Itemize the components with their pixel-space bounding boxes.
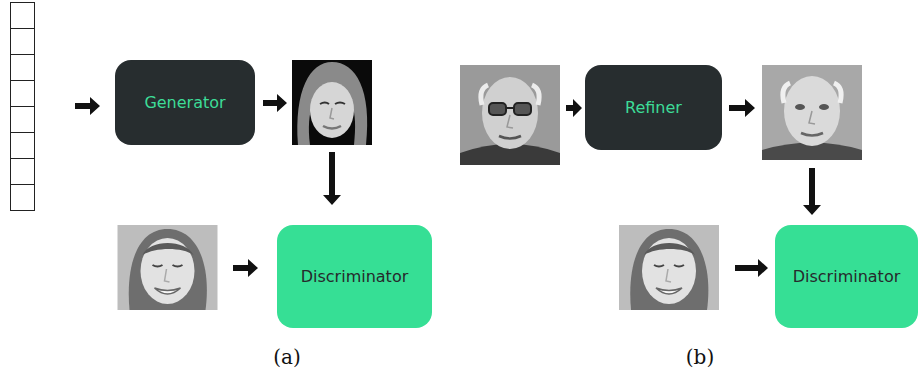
- real-face: [619, 225, 719, 310]
- box-label: Refiner: [625, 98, 682, 117]
- latent-vector: [11, 3, 35, 211]
- real-face: [118, 225, 218, 310]
- discriminator-box: Discriminator: [277, 225, 432, 328]
- generated-face: [292, 60, 372, 145]
- generator-box: Generator: [115, 60, 255, 145]
- box-label: Generator: [144, 93, 225, 112]
- input-face: [460, 65, 560, 165]
- discriminator-box: Discriminator: [775, 225, 918, 328]
- box-label: Discriminator: [301, 267, 409, 286]
- refiner-box: Refiner: [585, 65, 722, 150]
- box-label: Discriminator: [793, 267, 901, 286]
- refined-face: [762, 65, 862, 160]
- subfigure-label: (a): [273, 345, 301, 369]
- subfigure-label: (b): [686, 345, 714, 369]
